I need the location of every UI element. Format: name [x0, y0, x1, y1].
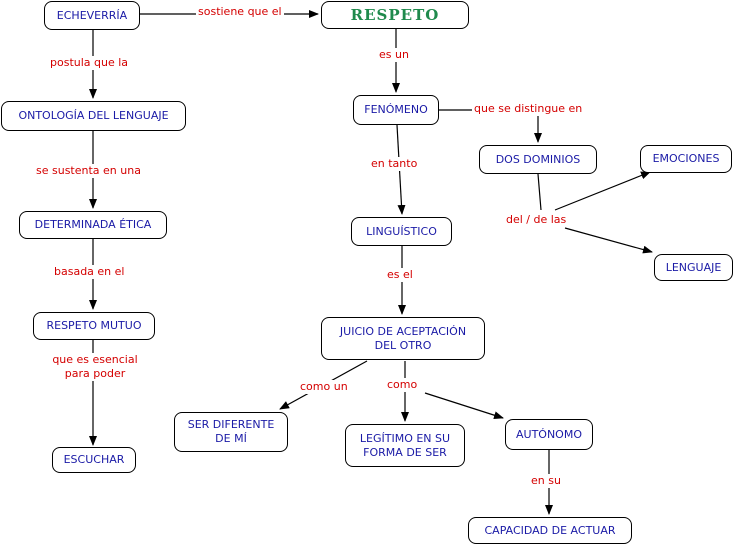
- node-juicio[interactable]: JUICIO DE ACEPTACIÓN DEL OTRO: [321, 317, 485, 360]
- node-respeto[interactable]: RESPETO: [321, 1, 469, 29]
- label-como-un: como un: [298, 380, 350, 394]
- node-ontologia[interactable]: ONTOLOGÍA DEL LENGUAJE: [1, 101, 186, 131]
- node-ser-diferente[interactable]: SER DIFERENTE DE MÍ: [174, 412, 288, 452]
- node-fenomeno[interactable]: FENÓMENO: [353, 95, 439, 125]
- node-autonomo[interactable]: AUTÓNOMO: [505, 419, 593, 450]
- node-escuchar[interactable]: ESCUCHAR: [52, 447, 136, 473]
- label-es-un: es un: [377, 48, 411, 62]
- label-del-de-las: del / de las: [504, 213, 569, 227]
- label-es-el: es el: [385, 268, 415, 282]
- label-sostiene: sostiene que el: [196, 5, 284, 19]
- label-esencial: que es esencial para poder: [43, 353, 147, 381]
- node-lenguaje[interactable]: LENGUAJE: [654, 254, 733, 281]
- node-dos-dominios[interactable]: DOS DOMINIOS: [479, 145, 597, 174]
- edge-dominios-split: [537, 173, 542, 211]
- label-postula: postula que la: [48, 56, 131, 70]
- node-legitimo[interactable]: LEGÍTIMO EN SU FORMA DE SER: [345, 424, 465, 467]
- label-basada: basada en el: [52, 265, 127, 279]
- node-linguistico[interactable]: LINGUÍSTICO: [351, 217, 452, 246]
- edge-dominios-lenguaje: [564, 227, 653, 254]
- label-en-tanto: en tanto: [369, 157, 420, 171]
- node-capacidad[interactable]: CAPACIDAD DE ACTUAR: [468, 517, 632, 544]
- edge-juicio-autonomo: [424, 392, 504, 420]
- node-etica[interactable]: DETERMINADA ÉTICA: [19, 211, 167, 239]
- node-echeverria[interactable]: ECHEVERRÍA: [44, 1, 140, 30]
- label-como: como: [385, 378, 420, 392]
- node-respeto-mutuo[interactable]: RESPETO MUTUO: [33, 312, 155, 340]
- label-sustenta: se sustenta en una: [34, 164, 143, 178]
- label-en-su: en su: [529, 474, 563, 488]
- label-distingue: que se distingue en: [472, 102, 585, 116]
- edge-dominios-emociones: [554, 171, 651, 211]
- node-emociones[interactable]: EMOCIONES: [640, 145, 732, 173]
